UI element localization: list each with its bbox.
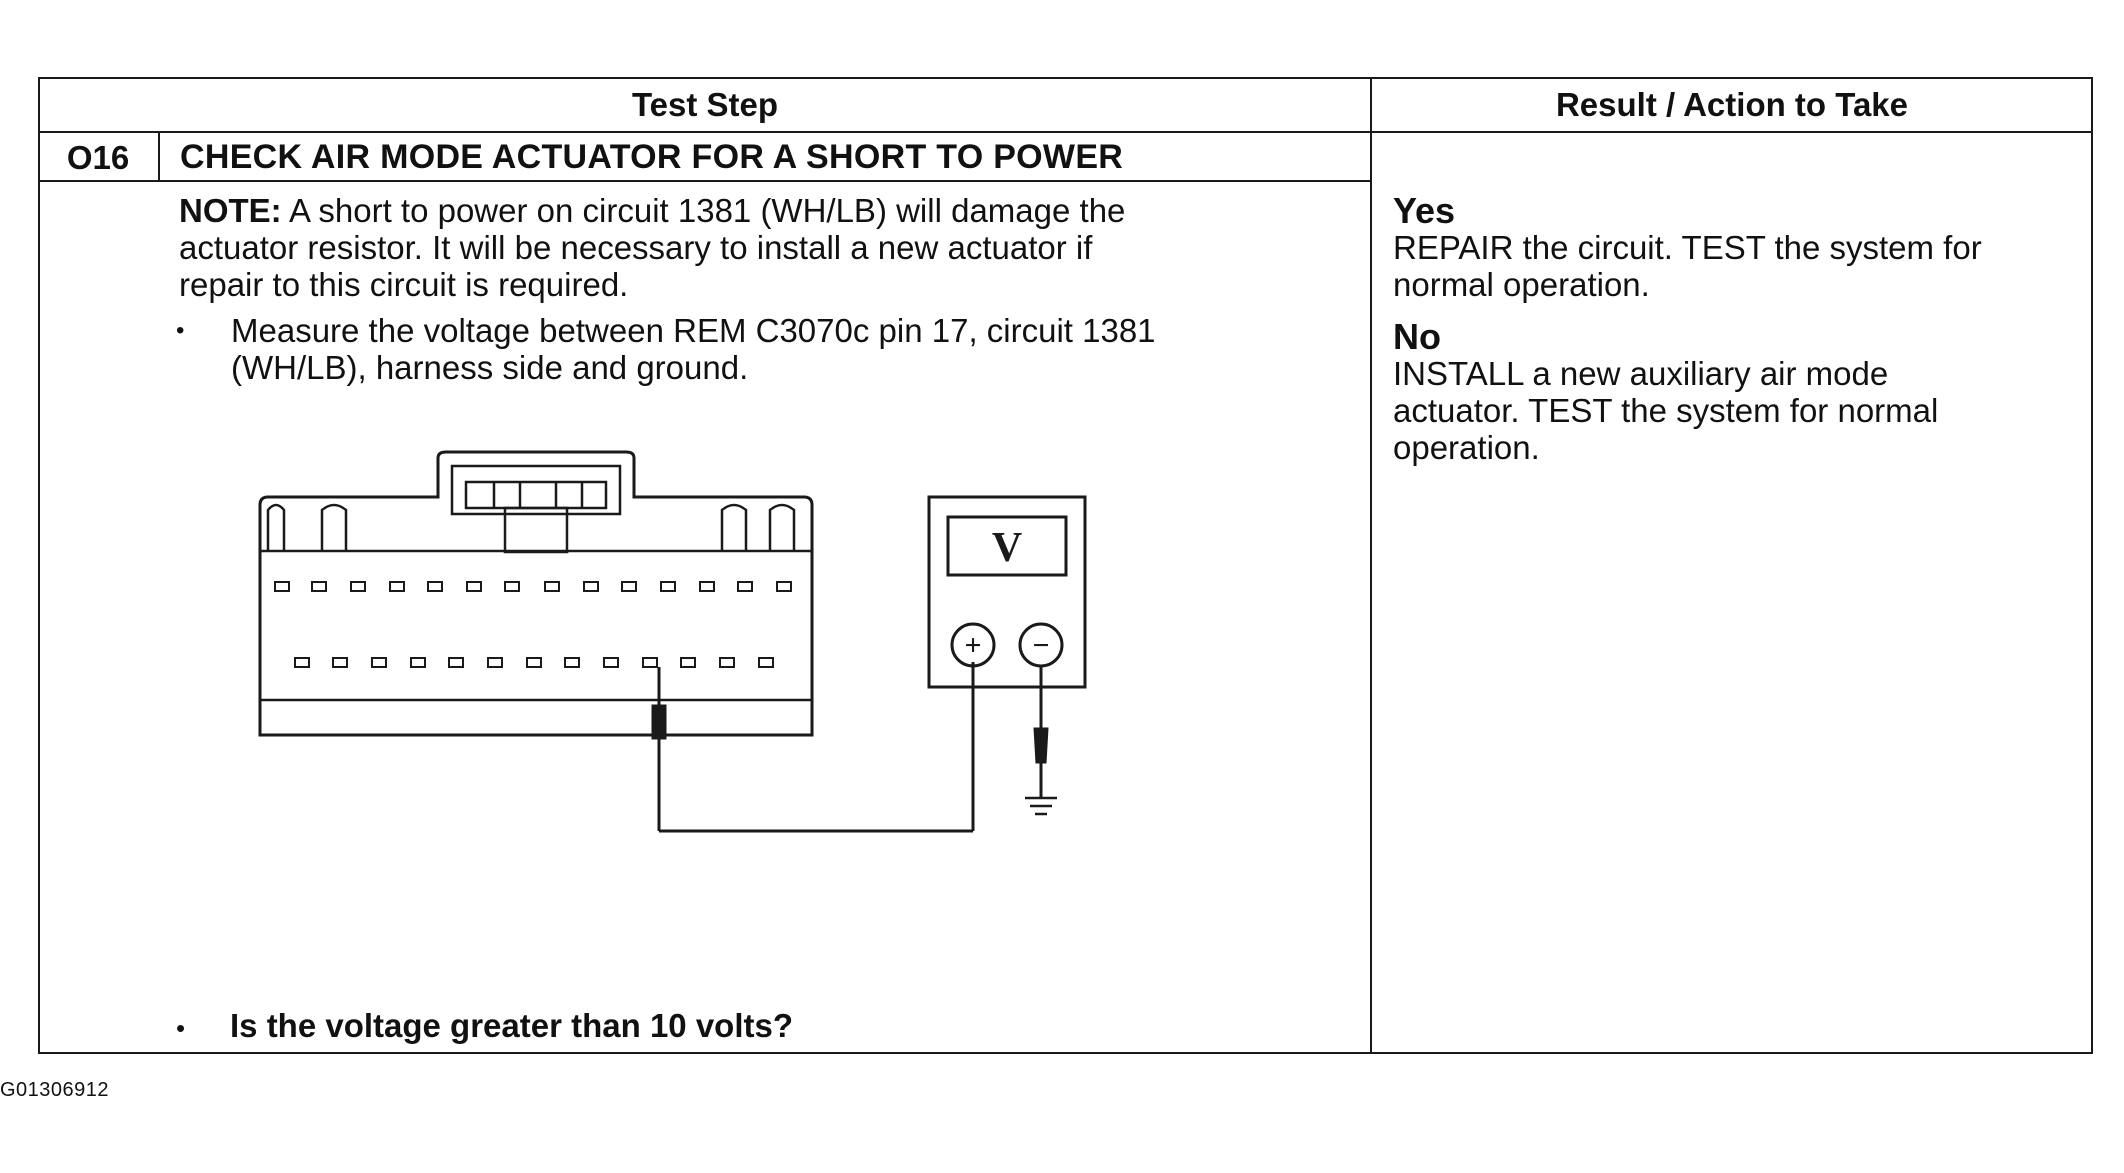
connector-pin-row-bottom [294,657,774,668]
note-paragraph: NOTE: A short to power on circuit 1381 (… [179,192,1125,303]
measure-bullet: • [176,312,184,353]
header-result-action: Result / Action to Take [1555,86,1909,123]
meter-display-label: V [992,525,1022,571]
header-test-step: Test Step [631,86,779,123]
step-title-divider [38,180,1371,182]
figure-id: G01306912 [0,1079,110,1101]
minus-terminal-label: − [1032,629,1049,662]
connector-body [258,450,814,737]
question-text: Is the voltage greater than 10 volts? [230,1007,793,1044]
note-line-1: A short to power on circuit 1381 (WH/LB)… [281,192,1126,229]
result-yes-line-1: REPAIR the circuit. TEST the system for [1393,229,1982,266]
result-no-line-2: actuator. TEST the system for normal [1393,392,1939,429]
result-yes-label: Yes [1393,190,1456,231]
question-bullet-symbol: • [176,1013,186,1043]
result-no-line-3: operation. [1393,429,1540,466]
step-number-divider [158,131,160,181]
result-yes-text: REPAIR the circuit. TEST the system for … [1393,229,1982,303]
note-label: NOTE: [179,192,282,229]
measure-line-1: Measure the voltage between REM C3070c p… [231,312,1156,349]
question-bullet: • [176,1007,185,1047]
plus-terminal-label: + [964,629,981,662]
test-step-table [38,77,2093,1054]
result-no-line-1: INSTALL a new auxiliary air mode [1393,355,1889,392]
step-title: CHECK AIR MODE ACTUATOR FOR A SHORT TO P… [180,138,1124,176]
bullet-symbol: • [176,317,185,344]
measure-instruction: Measure the voltage between REM C3070c p… [231,312,1156,386]
result-yes-line-2: normal operation. [1393,266,1650,303]
ground-lead [1033,666,1049,798]
voltmeter [927,495,1087,689]
result-no-label: No [1393,316,1441,357]
result-no-text: INSTALL a new auxiliary air mode actuato… [1393,355,1938,466]
connector-pin-row-top [274,581,792,592]
measure-line-2: (WH/LB), harness side and ground. [231,349,749,386]
note-line-2: actuator resistor. It will be necessary … [179,229,1093,266]
header-divider [38,131,2093,133]
pin-17-probe [651,662,975,833]
note-line-3: repair to this circuit is required. [179,266,629,303]
step-number: O16 [66,139,130,176]
ground-symbol [1025,796,1057,816]
column-divider [1370,77,1372,1054]
